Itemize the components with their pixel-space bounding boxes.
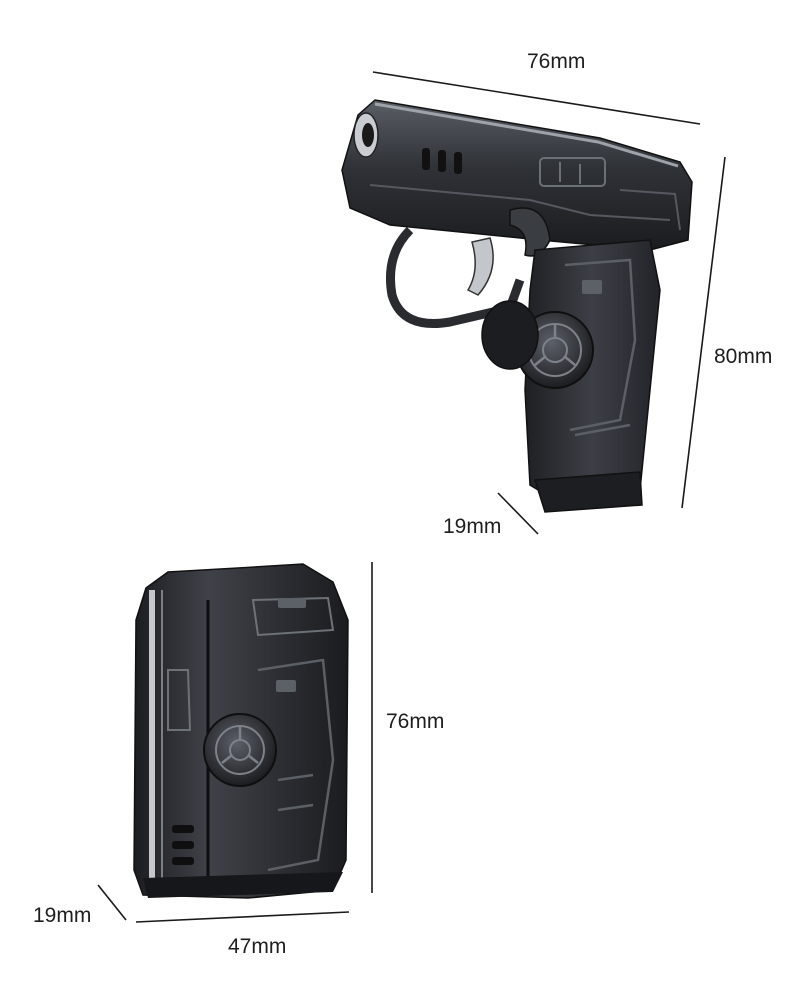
folded-product-image	[133, 563, 349, 899]
pistol-depth-line	[497, 492, 539, 535]
folded-width-line	[135, 911, 350, 923]
folded-height-label: 76mm	[386, 710, 445, 733]
pistol-length-label: 76mm	[527, 50, 586, 73]
folded-width-label: 47mm	[228, 935, 287, 958]
folded-depth-label: 19mm	[33, 904, 92, 927]
folded-depth-line	[97, 884, 127, 921]
pistol-length-line	[372, 71, 701, 125]
pistol-depth-label: 19mm	[443, 515, 502, 538]
pistol-height-label: 80mm	[714, 345, 773, 368]
pistol-height-line	[681, 156, 726, 509]
pistol-product-image	[341, 99, 693, 513]
